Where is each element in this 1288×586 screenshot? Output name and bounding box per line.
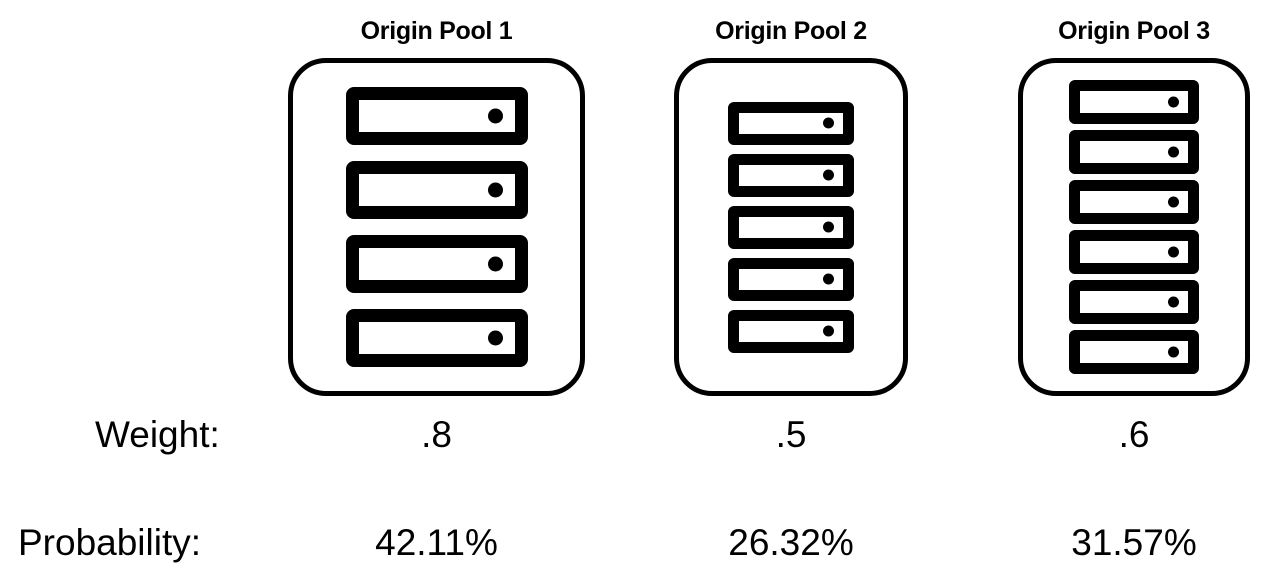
server-led-icon [823, 221, 834, 233]
server-led-icon [823, 117, 834, 129]
server-unit [1069, 130, 1199, 174]
probability-value-pool-2: 26.32% [728, 522, 854, 563]
origin-pool-1-container [288, 58, 585, 396]
server-unit [345, 235, 528, 293]
server-led-icon [487, 256, 503, 272]
server-unit [345, 87, 528, 145]
server-unit [345, 161, 528, 219]
server-unit [728, 205, 854, 249]
server-led-icon [1168, 96, 1179, 108]
weight-value-pool-1: .8 [421, 414, 452, 455]
server-unit [728, 101, 854, 145]
server-unit [728, 153, 854, 197]
server-unit [728, 309, 854, 353]
server-led-icon [1168, 346, 1179, 358]
weight-row-label: Weight: [95, 414, 220, 455]
server-led-icon [1168, 146, 1179, 158]
probability-value-pool-1: 42.11% [375, 522, 498, 563]
server-led-icon [487, 108, 503, 124]
server-led-icon [487, 330, 503, 346]
pool-title-2: Origin Pool 2 [715, 17, 867, 45]
server-led-icon [823, 169, 834, 181]
probability-value-pool-3: 31.57% [1071, 522, 1197, 563]
weight-value-pool-2: .5 [775, 414, 807, 455]
server-unit [1069, 230, 1199, 274]
pool-title-3: Origin Pool 3 [1058, 17, 1210, 45]
server-unit [1069, 180, 1199, 224]
server-led-icon [823, 273, 834, 285]
server-led-icon [487, 182, 503, 198]
server-unit [1069, 280, 1199, 324]
server-led-icon [1168, 196, 1179, 208]
server-led-icon [1168, 246, 1179, 258]
server-led-icon [823, 325, 834, 337]
server-unit [1069, 80, 1199, 124]
weight-value-pool-3: .6 [1118, 414, 1150, 455]
server-unit [728, 257, 854, 301]
server-led-icon [1168, 296, 1179, 308]
probability-row-label: Probability: [18, 522, 202, 563]
pool-title-1: Origin Pool 1 [360, 17, 513, 45]
server-unit [1069, 330, 1199, 374]
origin-pool-3-container [1018, 58, 1250, 396]
origin-pool-2-container [674, 58, 908, 396]
server-unit [345, 309, 528, 367]
